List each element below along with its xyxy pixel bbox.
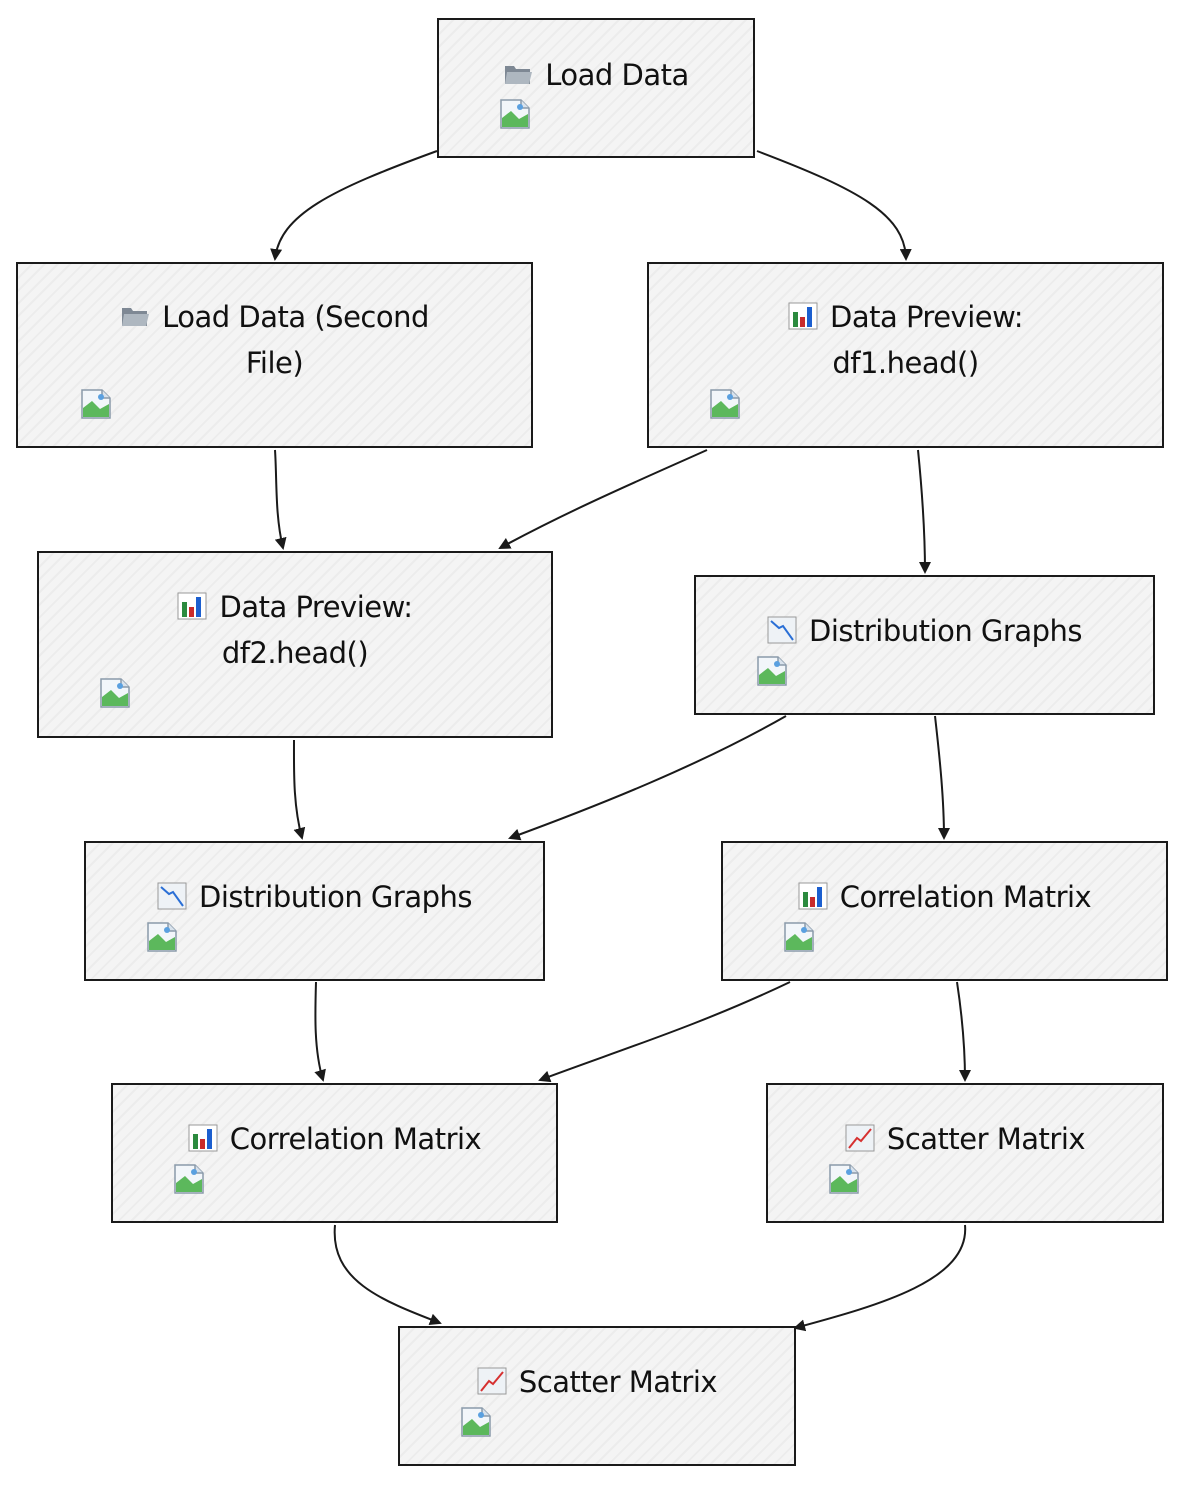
chart-increasing-icon xyxy=(477,1367,507,1395)
node-data-preview-df1[interactable]: Data Preview: df1.head() xyxy=(647,262,1164,448)
broken-image-icon xyxy=(460,1406,492,1438)
edge-preview1-preview2 xyxy=(498,449,708,549)
node-correlation-matrix-1[interactable]: Correlation Matrix xyxy=(721,841,1168,981)
node-label-line2: df1.head() xyxy=(832,346,979,380)
node-label-text: Distribution Graphs xyxy=(809,614,1082,648)
node-correlation-matrix-2[interactable]: Correlation Matrix xyxy=(111,1083,558,1223)
node-label-text: Load Data xyxy=(545,58,689,92)
node-load-data-second-file[interactable]: Load Data (Second File) xyxy=(16,262,533,448)
broken-image-icon xyxy=(173,1163,205,1195)
node-label-line1: Data Preview: xyxy=(219,590,413,624)
node-label-text: Correlation Matrix xyxy=(839,880,1092,914)
edge-scatter1-scatter2 xyxy=(793,1224,967,1332)
folder-icon xyxy=(503,60,533,88)
broken-image-icon xyxy=(756,655,788,687)
node-label-line2: File) xyxy=(245,346,304,380)
node-label-line2: df2.head() xyxy=(221,636,369,670)
edge-preview1-dist1 xyxy=(917,449,931,574)
broken-image-icon xyxy=(499,98,531,130)
node-scatter-matrix-1[interactable]: Scatter Matrix xyxy=(766,1083,1164,1223)
bar-chart-icon xyxy=(177,592,207,620)
edge-load1-preview1 xyxy=(756,150,912,261)
bar-chart-icon xyxy=(188,1124,218,1152)
node-distribution-graphs-2[interactable]: Distribution Graphs xyxy=(84,841,545,981)
edge-dist1-dist2 xyxy=(508,715,787,841)
node-label-line1: Load Data (Second xyxy=(162,300,429,334)
edge-corr2-scatter2 xyxy=(333,1224,442,1326)
chart-decreasing-icon xyxy=(767,616,797,644)
broken-image-icon xyxy=(99,677,131,709)
node-distribution-graphs-1[interactable]: Distribution Graphs xyxy=(694,575,1155,715)
edge-dist1-corr1 xyxy=(934,715,950,840)
broken-image-icon xyxy=(709,388,741,420)
edge-corr1-corr2 xyxy=(538,981,791,1083)
node-label-line1: Data Preview: xyxy=(829,300,1024,334)
node-load-data[interactable]: Load Data xyxy=(437,18,755,158)
edge-load2-preview2 xyxy=(274,449,287,550)
node-label-text: Scatter Matrix xyxy=(886,1122,1086,1156)
node-label-text: Distribution Graphs xyxy=(199,880,472,914)
node-scatter-matrix-2[interactable]: Scatter Matrix xyxy=(398,1326,796,1466)
edge-corr1-scatter1 xyxy=(956,981,971,1082)
edge-dist2-corr2 xyxy=(314,981,326,1082)
bar-chart-icon xyxy=(798,882,828,910)
bar-chart-icon xyxy=(788,302,818,330)
chart-increasing-icon xyxy=(845,1124,875,1152)
node-data-preview-df2[interactable]: Data Preview: df2.head() xyxy=(37,551,553,738)
node-label-text: Correlation Matrix xyxy=(229,1122,482,1156)
broken-image-icon xyxy=(783,921,815,953)
edge-load1-load2 xyxy=(270,150,438,261)
edge-preview2-dist2 xyxy=(292,739,306,840)
broken-image-icon xyxy=(146,921,178,953)
broken-image-icon xyxy=(828,1163,860,1195)
chart-decreasing-icon xyxy=(157,882,187,910)
broken-image-icon xyxy=(80,388,112,420)
folder-icon xyxy=(120,302,150,330)
node-label-text: Scatter Matrix xyxy=(518,1365,718,1399)
